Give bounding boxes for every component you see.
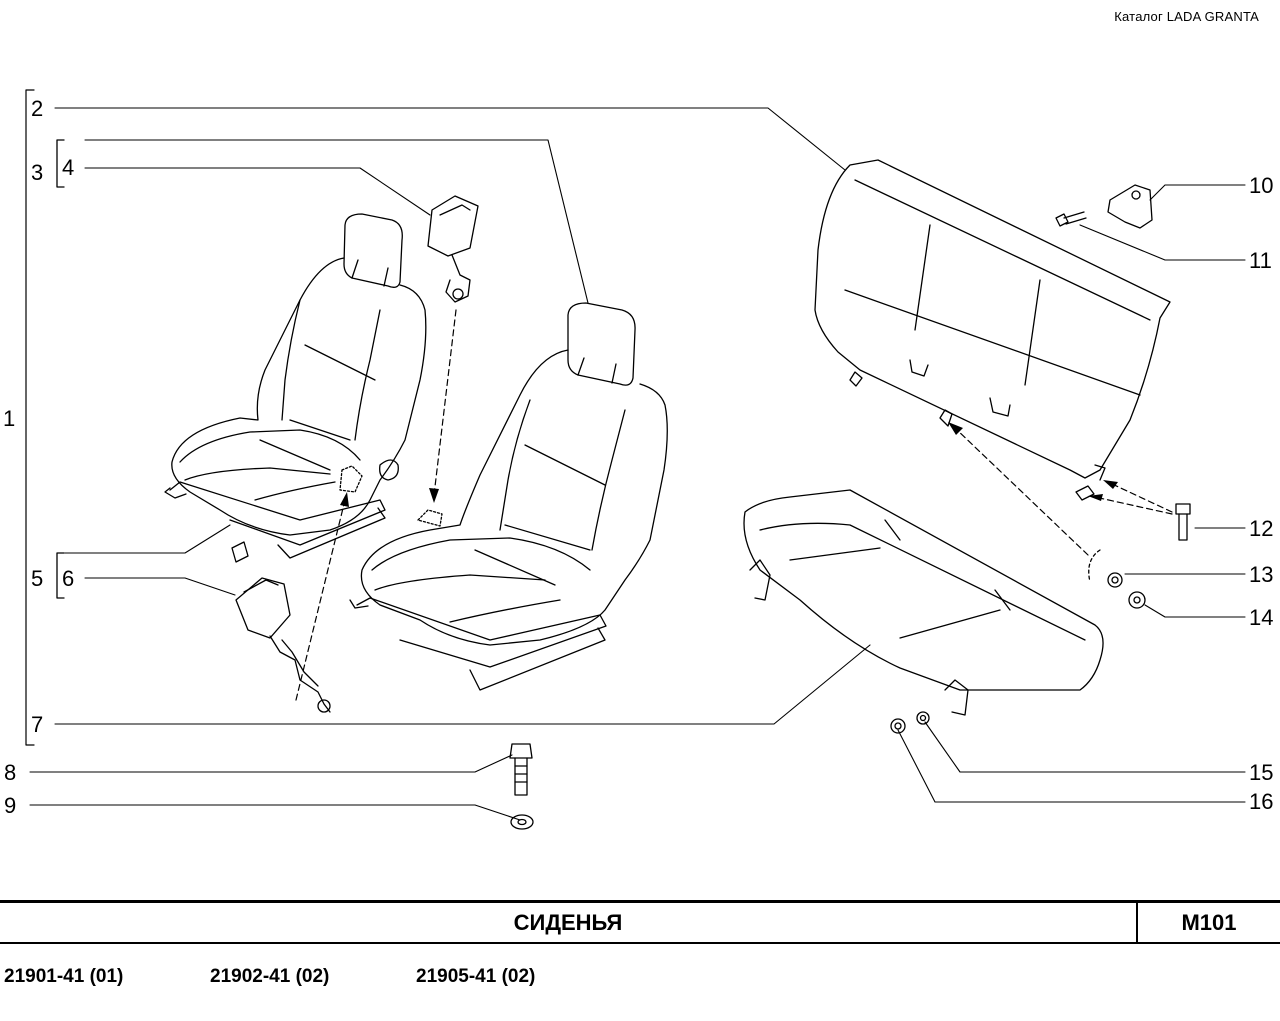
callout-4: 4 [62,155,75,180]
callout-14: 14 [1249,605,1274,630]
callout-11: 11 [1249,248,1272,273]
callout-5: 5 [31,566,44,591]
bracket-1 [25,89,35,746]
callout-2: 2 [31,96,44,121]
hardware-drawings [509,184,1191,830]
footer-divider [1136,903,1138,942]
parts-diagram [25,89,1246,830]
callout-13: 13 [1249,562,1274,587]
callout-6: 6 [62,566,75,591]
belt-buckle-top-drawing [427,195,479,303]
callout-9: 9 [4,793,17,818]
section-code: М101 [1181,910,1237,935]
bracket-5 [56,552,65,599]
bracket-3 [56,139,65,188]
belt-buckle-lower-drawing [231,541,331,713]
callout-15: 15 [1249,760,1274,785]
model-code: 21902-41 (02) [210,966,330,987]
callout-12: 12 [1249,516,1274,541]
dashed-arrows [295,309,1173,701]
callout-7: 7 [31,712,44,737]
arrow-heads [340,422,1118,507]
callout-3: 3 [31,160,44,185]
right-front-seat-drawing [349,302,668,691]
callout-10: 10 [1249,173,1274,198]
model-code: 21901-41 (01) [4,966,124,987]
section-title: СИДЕНЬЯ [513,910,623,935]
left-front-seat-drawing [164,213,427,559]
footer-bar: СИДЕНЬЯ М101 [0,900,1280,944]
callout-1: 1 [3,406,16,431]
catalog-label: Каталог LADA GRANTA [1114,9,1259,24]
leader-lines [29,107,1246,821]
rear-seat-cushion-drawing [743,489,1104,716]
rear-seat-back-drawing [814,159,1171,501]
callout-16: 16 [1249,789,1274,814]
model-code: 21905-41 (02) [416,966,536,987]
callout-8: 8 [4,760,17,785]
